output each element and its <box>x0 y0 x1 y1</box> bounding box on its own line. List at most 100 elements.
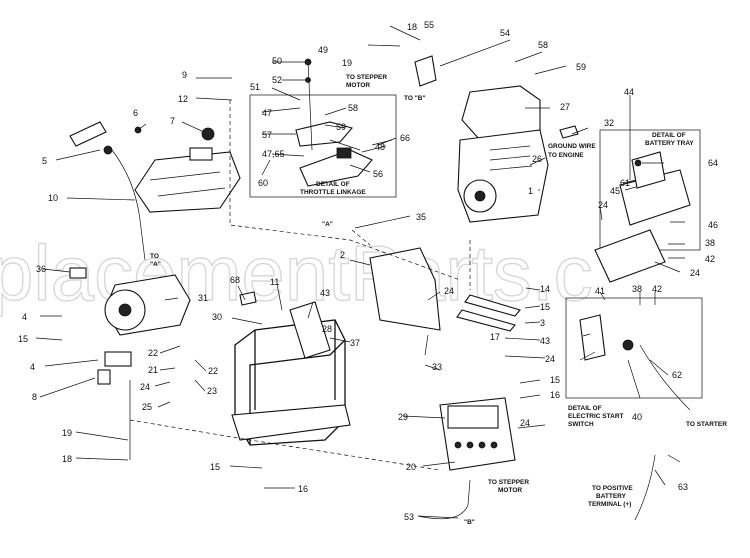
callout-61: 61 <box>620 178 630 188</box>
label-to-positive-3: TERMINAL (+) <box>588 501 631 508</box>
callout-16-bottom: 16 <box>298 484 308 494</box>
throttle-detail-frame <box>249 94 397 198</box>
throttle-spring <box>329 139 361 151</box>
callout-11: 11 <box>270 277 279 287</box>
callout-59-mid: 59 <box>336 122 346 132</box>
callout-14: 14 <box>540 284 550 294</box>
bolt-50 <box>304 58 312 66</box>
label-to-starter: TO STARTER <box>686 421 727 428</box>
throttle-rod <box>307 59 313 151</box>
switch-bracket-43 <box>579 314 606 361</box>
annotation-labels: TO STEPPER MOTOR DETAIL OF THROTTLE LINK… <box>150 74 727 526</box>
switch-1 <box>454 441 462 449</box>
bracket-28 <box>289 301 331 359</box>
callout-18-top: 18 <box>407 22 417 32</box>
callout-38-tray: 38 <box>705 238 715 248</box>
fuel-cap-7 <box>201 127 215 141</box>
callout-36: 36 <box>36 264 46 274</box>
callout-50: 50 <box>272 56 282 66</box>
fuel-tank-assembly <box>69 121 241 261</box>
callout-23: 23 <box>207 386 217 396</box>
callout-24-tray: 24 <box>598 200 608 210</box>
label-a-mark: "A" <box>322 221 333 228</box>
throttle-linkage-detail <box>249 58 397 198</box>
leader-throttle <box>261 61 397 176</box>
fuel-valve <box>103 145 113 155</box>
callout-51: 51 <box>250 82 260 92</box>
callout-55: 55 <box>424 20 434 30</box>
callout-1: 1 <box>528 186 533 196</box>
switch-4 <box>490 441 498 449</box>
callout-43-rail: 43 <box>540 336 550 346</box>
callout-54: 54 <box>500 28 510 38</box>
battery-base <box>594 229 666 283</box>
capacitor-8 <box>97 369 111 385</box>
callout-46: 46 <box>708 220 718 230</box>
part-36 <box>69 267 87 279</box>
rail-upper <box>464 294 521 317</box>
label-detail-electric-2: ELECTRIC START <box>568 413 624 420</box>
frame-base <box>231 404 351 441</box>
label-detail-electric-1: DETAIL OF <box>568 405 602 412</box>
leader-right <box>525 107 685 273</box>
rail-lower <box>456 309 516 332</box>
callout-58-top: 58 <box>538 40 548 50</box>
callout-22-right: 22 <box>208 366 218 376</box>
label-to-stepper-bottom-1: TO STEPPER <box>488 479 529 486</box>
leader-middle <box>231 215 411 343</box>
route-line-3 <box>351 229 371 246</box>
callout-33: 33 <box>432 362 442 372</box>
callout-63: 63 <box>678 482 688 492</box>
label-to-a-left-1: TO <box>150 253 159 260</box>
label-b-mark: "B" <box>464 519 475 526</box>
label-to-stepper-bottom-2: MOTOR <box>498 487 522 494</box>
callout-15-right: 15 <box>550 375 560 385</box>
callout-37: 37 <box>350 338 360 348</box>
callout-3: 3 <box>540 318 545 328</box>
callout-47-65: 47,65 <box>262 149 285 159</box>
callout-15-rail: 15 <box>540 302 550 312</box>
leader-electric <box>579 291 681 486</box>
callout-21: 21 <box>148 365 158 375</box>
engine-assembly <box>414 55 579 223</box>
callout-40: 40 <box>632 412 642 422</box>
callout-6: 6 <box>133 108 138 118</box>
stepper-wire-53 <box>417 479 471 520</box>
engine-shaft <box>474 190 486 202</box>
callout-28: 28 <box>322 324 332 334</box>
callout-7: 7 <box>170 116 175 126</box>
throttle-bracket <box>295 121 353 147</box>
callout-42-switch: 42 <box>652 284 662 294</box>
callout-48: 48 <box>375 142 385 152</box>
battery-wire-63 <box>634 454 656 521</box>
part-68 <box>239 291 257 306</box>
callout-19-top: 19 <box>342 58 352 68</box>
terminal-64 <box>634 159 642 167</box>
callout-4-upper: 4 <box>22 312 27 322</box>
callout-66: 66 <box>400 133 410 143</box>
route-line-1 <box>229 100 461 281</box>
panel-plate-29 <box>447 405 499 429</box>
callout-53: 53 <box>404 512 414 522</box>
label-to-a-left-2: "A" <box>150 261 161 268</box>
leader-top-right <box>367 25 567 75</box>
callout-10: 10 <box>48 193 58 203</box>
label-to-stepper-top-2: MOTOR <box>346 82 370 89</box>
label-detail-throttle-1: DETAIL OF <box>316 181 350 188</box>
label-to-b-top: TO "B" <box>404 95 426 102</box>
callout-24-left: 24 <box>140 382 150 392</box>
callout-27: 27 <box>560 102 570 112</box>
tank-cap-mount <box>189 147 213 161</box>
fuel-tank-10 <box>134 151 241 213</box>
generator-end <box>69 267 191 460</box>
electric-detail-frame <box>565 297 703 399</box>
callout-9: 9 <box>182 70 187 80</box>
callout-24-panel: 24 <box>444 286 454 296</box>
callout-59-top: 59 <box>576 62 586 72</box>
callout-42-tray: 42 <box>705 254 715 264</box>
electric-start-detail <box>565 297 703 521</box>
callout-49: 49 <box>318 45 328 55</box>
engine-fins <box>489 145 533 171</box>
callout-31: 31 <box>198 293 208 303</box>
